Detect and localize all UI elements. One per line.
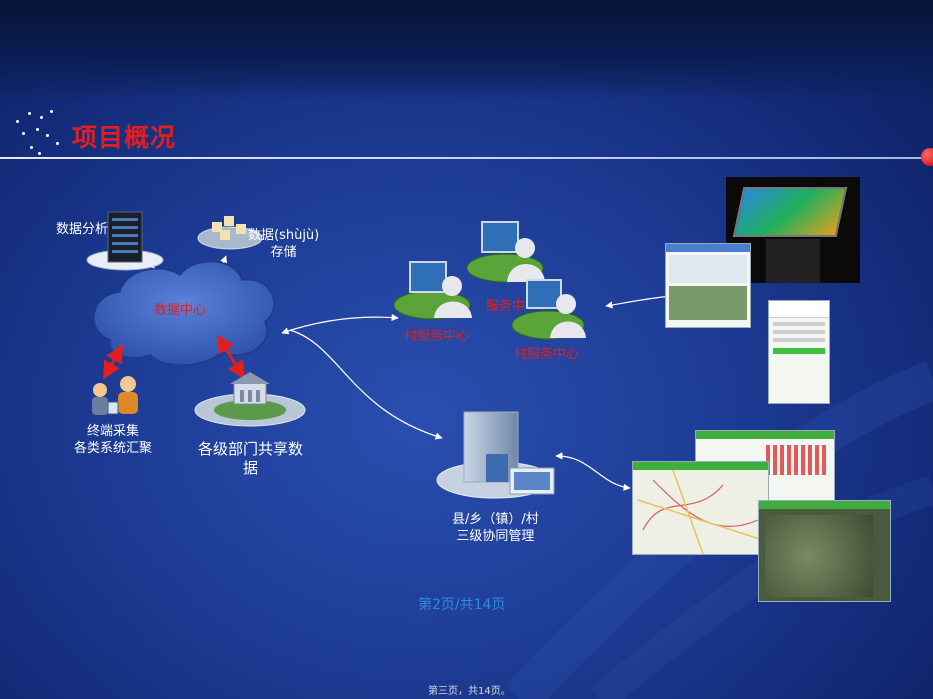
storage-label-line2: 存储 xyxy=(270,245,297,260)
terminal-label: 终端采集 各类系统汇聚 xyxy=(74,423,152,457)
storage-icon xyxy=(197,216,263,250)
county-label: 县/乡（镇）/村 三级协同管理 xyxy=(452,511,539,545)
top-band xyxy=(0,0,933,100)
county-building-icon xyxy=(436,411,555,499)
village-center-label-2: 服务中 xyxy=(486,299,526,314)
title-dot-icon xyxy=(921,148,933,166)
satellite-map-screenshot xyxy=(758,500,891,602)
village-service-icon-3 xyxy=(511,279,586,340)
department-label: 各级部门共享数 据 xyxy=(198,440,303,478)
department-label-line1: 各级部门共享数 xyxy=(198,440,304,458)
mobile-app-screenshot xyxy=(768,300,830,404)
village-service-icon-2 xyxy=(466,221,545,283)
village-center-label-1: 村服务中心 xyxy=(404,329,470,344)
users-icon xyxy=(92,376,138,415)
slide-footer: 第三页，共14页。 xyxy=(428,686,511,697)
storage-label: 数据(shùjù) 存储 xyxy=(248,227,319,261)
title-divider xyxy=(0,157,925,159)
server-icon xyxy=(86,211,164,271)
county-label-line2: 三级协同管理 xyxy=(456,529,535,544)
village-center-label-3: 村服务中心 xyxy=(514,347,580,362)
slide-title: 项目概况 xyxy=(72,123,177,152)
data-center-label: 数据中心 xyxy=(154,303,207,318)
road-map-screenshot xyxy=(632,461,769,555)
page-indicator: 第2页/共14页 xyxy=(418,597,506,613)
village-service-icon-1 xyxy=(393,261,472,320)
terminal-label-line1: 终端采集 xyxy=(87,424,140,439)
department-building-icon xyxy=(194,372,306,427)
web-dashboard-screenshot xyxy=(665,243,751,328)
department-label-line2: 据 xyxy=(243,459,259,477)
data-analysis-label: 数据分析 xyxy=(56,222,109,237)
terminal-label-line2: 各类系统汇聚 xyxy=(74,441,153,456)
storage-label-line1: 数据(shùjù) xyxy=(248,228,320,243)
county-label-line1: 县/乡（镇）/村 xyxy=(452,512,539,527)
